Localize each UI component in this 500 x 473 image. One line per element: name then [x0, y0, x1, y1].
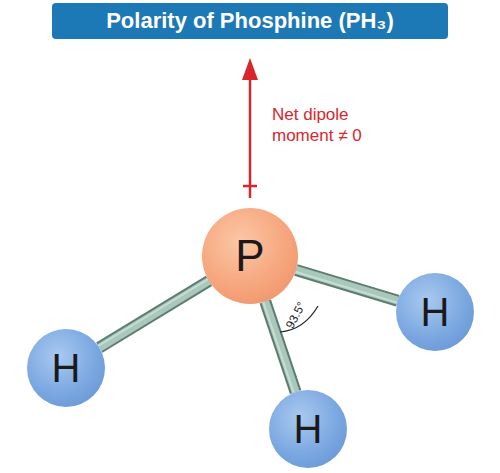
hydrogen-atom: H	[396, 273, 474, 351]
title-text: Polarity of Phosphine (PH₃)	[106, 8, 394, 34]
hydrogen-atom: H	[27, 329, 105, 407]
bond-angle-label: 93.5°	[283, 300, 309, 332]
bond-line	[98, 279, 209, 347]
bond-line	[295, 270, 397, 303]
dipole-label: Net dipole moment ≠ 0	[272, 104, 392, 147]
atom-symbol: H	[294, 409, 323, 449]
dipole-arrow	[242, 58, 258, 198]
phosphorus-atom: P	[202, 208, 298, 304]
hydrogen-atom: H	[269, 390, 347, 468]
atom-symbol: P	[235, 234, 264, 278]
title-banner: Polarity of Phosphine (PH₃)	[52, 3, 448, 39]
atom-symbol: H	[421, 292, 450, 332]
atom-symbol: H	[52, 348, 81, 388]
